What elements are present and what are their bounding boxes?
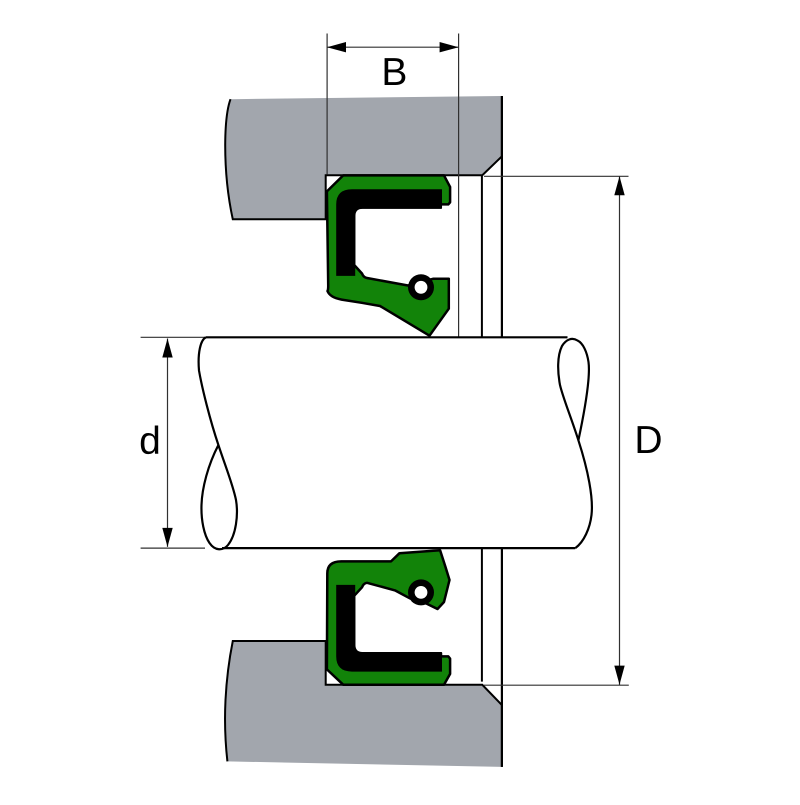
svg-text:D: D [634,419,662,462]
svg-text:B: B [381,51,407,94]
svg-text:d: d [139,420,161,463]
